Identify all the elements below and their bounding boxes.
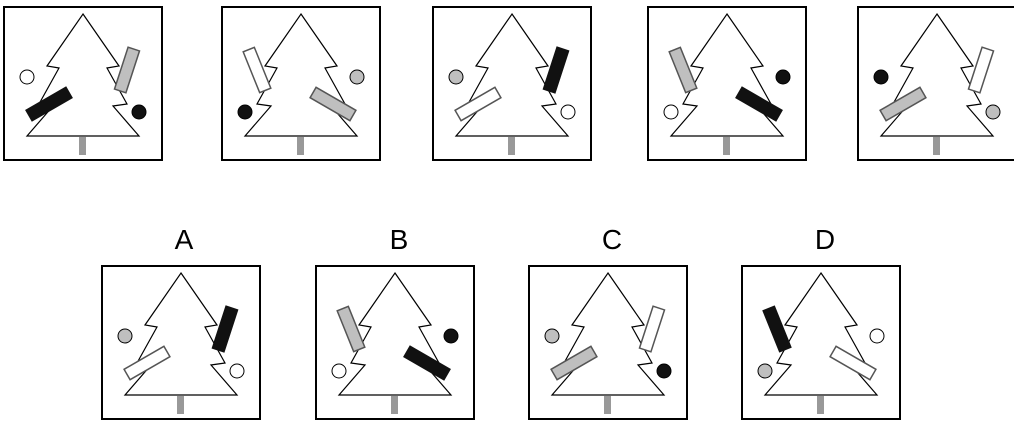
upper-bar: [542, 46, 570, 94]
tree-figure-svg: [741, 265, 901, 420]
tree-figure-svg: [647, 6, 807, 161]
left-ornament: [869, 328, 885, 344]
tree-figure-svg: [315, 265, 475, 420]
sequence-figure-2: [221, 6, 381, 161]
lower-bar: [829, 345, 877, 381]
left-ornament: [443, 328, 459, 344]
right-ornament: [656, 363, 672, 379]
left-ornament: [448, 69, 464, 85]
upper-bar: [668, 46, 698, 94]
right-ornament: [560, 104, 576, 120]
upper-bar: [967, 46, 995, 94]
left-ornament: [19, 69, 35, 85]
right-ornament: [229, 363, 245, 379]
tree-trunk: [391, 396, 398, 414]
upper-bar: [242, 46, 272, 94]
option-d-figure[interactable]: [741, 265, 901, 420]
tree-figure-svg: [3, 6, 163, 161]
sequence-figure-3: [432, 6, 592, 161]
tree-trunk: [723, 137, 730, 155]
option-b-label: B: [389, 224, 409, 255]
sequence-figure-5: [857, 6, 1014, 161]
lower-bar: [123, 345, 171, 381]
tree-trunk: [177, 396, 184, 414]
upper-bar: [762, 305, 792, 353]
option-a-label: A: [174, 224, 194, 255]
right-ornament: [985, 104, 1001, 120]
left-ornament: [775, 69, 791, 85]
upper-bar: [113, 46, 141, 94]
lower-bar: [454, 86, 502, 122]
tree-trunk: [79, 137, 86, 155]
right-ornament: [663, 104, 679, 120]
left-ornament: [117, 328, 133, 344]
lower-bar: [403, 345, 451, 381]
tree-trunk: [933, 137, 940, 155]
tree-figure-svg: [432, 6, 592, 161]
sequence-figure-4: [647, 6, 807, 161]
tree-figure-svg: [857, 6, 1014, 161]
lower-bar: [25, 86, 73, 122]
tree-trunk: [508, 137, 515, 155]
tree-figure-svg: [221, 6, 381, 161]
lower-bar: [309, 86, 357, 122]
lower-bar: [735, 86, 783, 122]
option-d-label: D: [814, 224, 836, 255]
left-ornament: [873, 69, 889, 85]
option-c-figure[interactable]: [528, 265, 688, 420]
right-ornament: [757, 363, 773, 379]
right-ornament: [331, 363, 347, 379]
right-ornament: [237, 104, 253, 120]
lower-bar: [879, 86, 927, 122]
left-ornament: [349, 69, 365, 85]
tree-figure-svg: [528, 265, 688, 420]
tree-trunk: [604, 396, 611, 414]
right-ornament: [131, 104, 147, 120]
option-b-figure[interactable]: [315, 265, 475, 420]
tree-trunk: [297, 137, 304, 155]
sequence-figure-1: [3, 6, 163, 161]
tree-trunk: [817, 396, 824, 414]
left-ornament: [544, 328, 560, 344]
lower-bar: [550, 345, 598, 381]
upper-bar: [638, 305, 666, 353]
upper-bar: [336, 305, 366, 353]
option-c-label: C: [601, 224, 623, 255]
tree-figure-svg: [101, 265, 261, 420]
option-a-figure[interactable]: [101, 265, 261, 420]
upper-bar: [211, 305, 239, 353]
